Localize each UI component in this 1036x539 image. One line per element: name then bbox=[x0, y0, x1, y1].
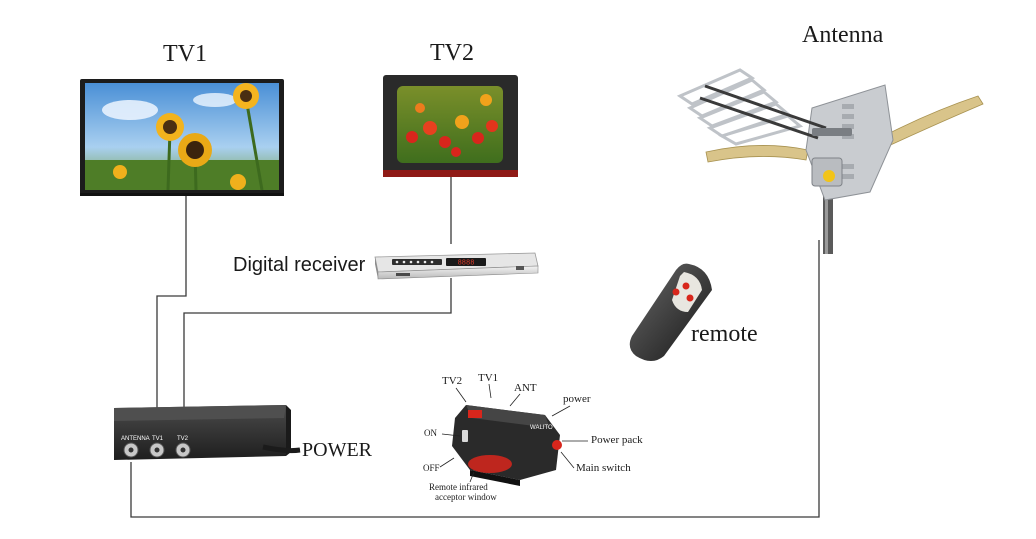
main-switch-button bbox=[552, 440, 562, 450]
receiver-display-readout: 8888 bbox=[458, 260, 475, 268]
splitter-box bbox=[114, 405, 300, 460]
remote-label: remote bbox=[691, 321, 758, 348]
port-label-antenna: ANTENNA bbox=[121, 436, 150, 442]
callout-power-pack: Power pack bbox=[591, 434, 643, 446]
port-label-tv2: TV2 bbox=[177, 436, 189, 442]
callout-ir-window-line2: acceptor window bbox=[429, 492, 497, 502]
port-antenna-connector bbox=[124, 443, 138, 457]
tv1-flat-panel bbox=[80, 79, 284, 196]
power-label: POWER bbox=[302, 439, 372, 462]
callout-tv2: TV2 bbox=[442, 375, 462, 387]
antenna-unit bbox=[680, 70, 983, 254]
port-tv2-connector bbox=[176, 443, 190, 457]
port-tv1-connector bbox=[150, 443, 164, 457]
callout-ir-window-line1: Remote infrared bbox=[429, 482, 497, 492]
tv2-label: TV2 bbox=[430, 40, 474, 67]
wire-tv1-to-splitter bbox=[157, 195, 186, 408]
digital-receiver-label: Digital receiver bbox=[233, 254, 365, 277]
callout-main-switch: Main switch bbox=[576, 462, 631, 474]
controller-unit bbox=[452, 405, 562, 486]
antenna-label: Antenna bbox=[802, 22, 883, 49]
on-off-switch bbox=[462, 430, 468, 442]
digital-receiver-box bbox=[375, 253, 538, 279]
callout-off: OFF bbox=[423, 463, 440, 473]
tv1-label: TV1 bbox=[163, 41, 207, 68]
tv2-crt bbox=[383, 75, 518, 177]
callout-power: power bbox=[563, 393, 591, 405]
callout-ir-window: Remote infrared acceptor window bbox=[429, 482, 497, 502]
infrared-window bbox=[468, 455, 512, 473]
callout-tv1: TV1 bbox=[478, 372, 498, 384]
wire-receiver-to-splitter bbox=[184, 278, 451, 408]
port-label-tv1: TV1 bbox=[152, 436, 164, 442]
splitter-ports bbox=[124, 443, 190, 457]
callout-on: ON bbox=[424, 428, 437, 438]
callout-ant: ANT bbox=[514, 382, 537, 394]
controller-brand-text: WALITO bbox=[530, 425, 553, 431]
